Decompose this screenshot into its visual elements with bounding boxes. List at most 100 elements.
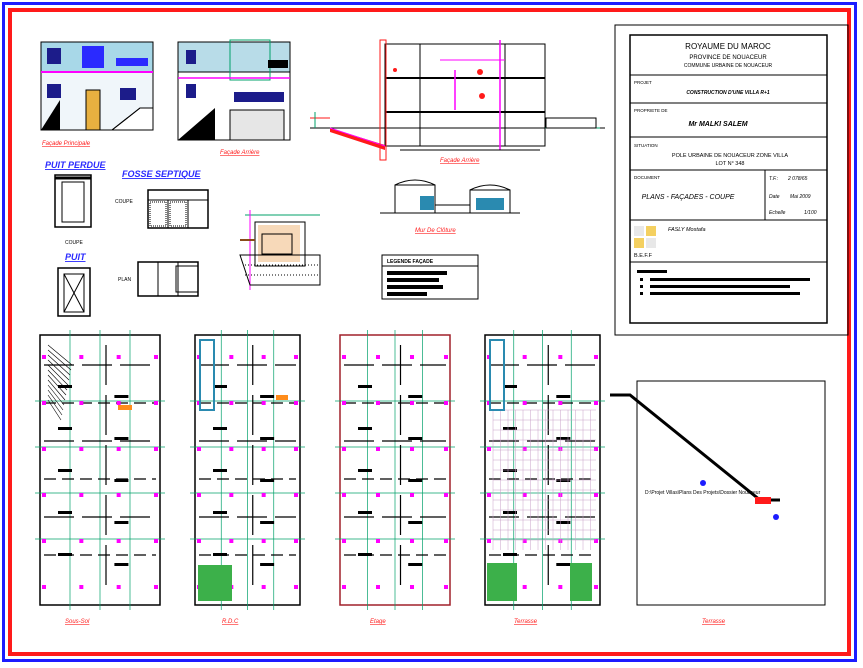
plan-rdc-column [229,493,234,497]
plan-terrasse-column [487,493,491,497]
plan-sous-sol-column [154,493,158,497]
mur-cloture-label: Mur De Clôture [415,228,456,234]
plan-sous-sol-column [79,447,84,451]
fosse-septique-plan-label: PLAN [118,277,131,283]
plan-etage-column [342,401,346,405]
puit-perdue-section [54,174,92,228]
plan-etage-room-tag [358,385,372,388]
plan-rdc-column [197,493,201,497]
tf-label: T.F.: [769,176,779,182]
plan-etage-column [376,585,380,589]
plan-etage-room-tag [408,563,423,566]
plan-rdc-column [197,447,201,451]
plan-rdc-room-tag [213,385,227,388]
plan-sous-sol-hatch [47,394,63,416]
plan-terrasse-label: Terrasse [514,619,538,625]
plan-terrasse-column [487,447,491,451]
plan-rdc-column [229,355,234,359]
plan-rdc-column [261,355,266,359]
legende-facade-box [381,254,479,300]
plan-etage-column [444,447,448,451]
fosse-septique-title: FOSSE SEPTIQUE [122,169,202,179]
plan-sous-sol-column [42,355,46,359]
plan-etage-column [410,585,414,589]
plan-sous-sol-column [79,355,84,359]
plan-sous-sol-stair [118,405,132,410]
plan-etage-column [410,401,414,405]
plan-rdc-room-tag [260,395,275,398]
plan-sous-sol-room-tag [114,521,129,524]
plan-rdc-room-tag [260,479,275,482]
document-value: PLANS - FAÇADES - COUPE [642,194,735,201]
plan-sous-sol-label: Sous-Sol [65,619,90,625]
plan-rdc-room-tag [260,521,275,524]
plan-rdc-room-tag [213,511,227,514]
plan-terrasse-column [594,493,598,497]
plan-rdc-column [294,539,298,543]
plan-terrasse-column [522,447,527,451]
mur-cloture-drawing [380,179,520,214]
plan-sous-sol-column [154,401,158,405]
plan-etage-room-tag [358,553,372,556]
projet-value: CONSTRUCTION D'UNE VILLA R+1 [686,90,770,96]
plan-etage-room-tag [358,511,372,514]
plan-sous-sol-column [42,447,46,451]
plan-terrasse-room-tag [503,385,517,388]
plan-terrasse-room-tag [556,437,571,440]
plan-etage-column [444,585,448,589]
plan-rdc-label: R.D.C [222,619,239,625]
facade-arriere-drawing [177,39,291,141]
plan-sous-sol-column [116,355,121,359]
puit-perdue-title: PUIT PERDUE [45,160,107,170]
plan-terrasse-column [522,585,527,589]
plan-sous-sol-room-tag [58,511,72,514]
plan-etage-room-tag [408,479,423,482]
plan-rdc-room-tag [213,553,227,556]
plan-etage-column [342,493,346,497]
plan-rdc-column [261,585,266,589]
plan-terrasse-garden [487,563,517,601]
projet-label: PROJET [634,80,652,85]
plan-terrasse-room-tag [556,521,571,524]
plan-rdc-room-tag [260,437,275,440]
plan-sous-sol-hatch [47,384,65,406]
plan-terrasse-room-tag [503,427,517,430]
plan-rdc-column [294,585,298,589]
plan-sous-sol-hatch [47,369,68,391]
plan-sous-sol-column [42,493,46,497]
architect-name: FASLY Mostafa [668,227,706,233]
detail-drawing [239,210,321,290]
plan-rdc-column [229,401,234,405]
plan-sous-sol-column [116,539,121,543]
puit-section [57,267,91,317]
plan-terrasse-column [594,355,598,359]
fosse-septique-plan [137,261,199,297]
legende-facade-title: LEGENDE FAÇADE [387,259,434,265]
plan-situation-label: Terrasse [702,619,726,625]
plan-terrasse-column [594,585,598,589]
plan-rdc-stair [276,395,288,400]
plan-terrasse-column [594,401,598,405]
plan-terrasse-room-tag [503,469,517,472]
plan-terrasse-room-tag [503,553,517,556]
situation-line2: LOT N° 348 [715,161,744,167]
plan-etage-column [444,401,448,405]
plan-sous-sol-column [154,447,158,451]
plan-sous-sol-room-tag [114,437,129,440]
plan-etage-column [342,447,346,451]
facade-principale-label: Façade Principale [42,141,91,147]
title-country: ROYAUME DU MAROC [685,42,771,51]
plan-rdc-column [294,401,298,405]
plan-sous-sol-column [42,539,46,543]
plan-rdc-column [229,539,234,543]
plan-terrasse-pool [489,339,505,411]
plan-etage-column [342,585,346,589]
plan-terrasse-column [522,539,527,543]
document-label: DOCUMENT [634,175,660,180]
plan-sous-sol-column [79,493,84,497]
plan-sous-sol-column [42,585,46,589]
plan-rdc-column [294,355,298,359]
title-commune: COMMUNE URBAINE DE NOUACEUR [684,63,773,69]
plan-terrasse-column [558,585,563,589]
plan-rdc-column [197,539,201,543]
